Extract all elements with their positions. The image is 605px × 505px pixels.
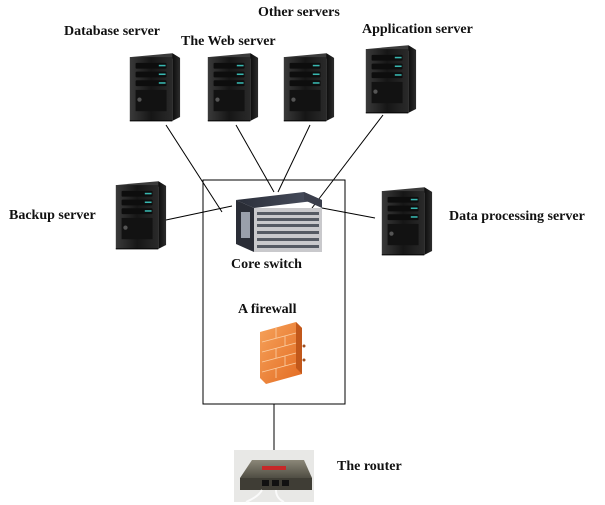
link-dataproc (321, 207, 376, 219)
firewall-icon (260, 322, 306, 384)
link-database (165, 124, 223, 213)
core-switch-icon (236, 192, 322, 252)
label-data-processing-server: Data processing server (449, 209, 585, 224)
label-application-server: Application server (362, 22, 473, 37)
database-server-icon (129, 52, 181, 122)
connection-lines (165, 114, 384, 450)
label-router: The router (337, 459, 402, 474)
label-web-server: The Web server (181, 34, 276, 49)
link-backup (165, 205, 233, 221)
link-web (235, 124, 275, 193)
label-other-servers: Other servers (258, 5, 340, 20)
router-icon (234, 450, 314, 503)
link-other (277, 124, 311, 193)
application-server-icon (365, 44, 417, 114)
core-enclosure (202, 179, 346, 405)
label-firewall: A firewall (238, 302, 297, 317)
backup-server-icon (115, 180, 167, 250)
label-database-server: Database server (64, 24, 161, 39)
web-server-icon (207, 52, 259, 122)
label-core-switch: Core switch (231, 257, 302, 272)
other-servers-icon (283, 52, 335, 122)
link-application (311, 114, 384, 209)
label-backup-server: Backup server (9, 208, 96, 223)
data-processing-server-icon (381, 186, 433, 256)
